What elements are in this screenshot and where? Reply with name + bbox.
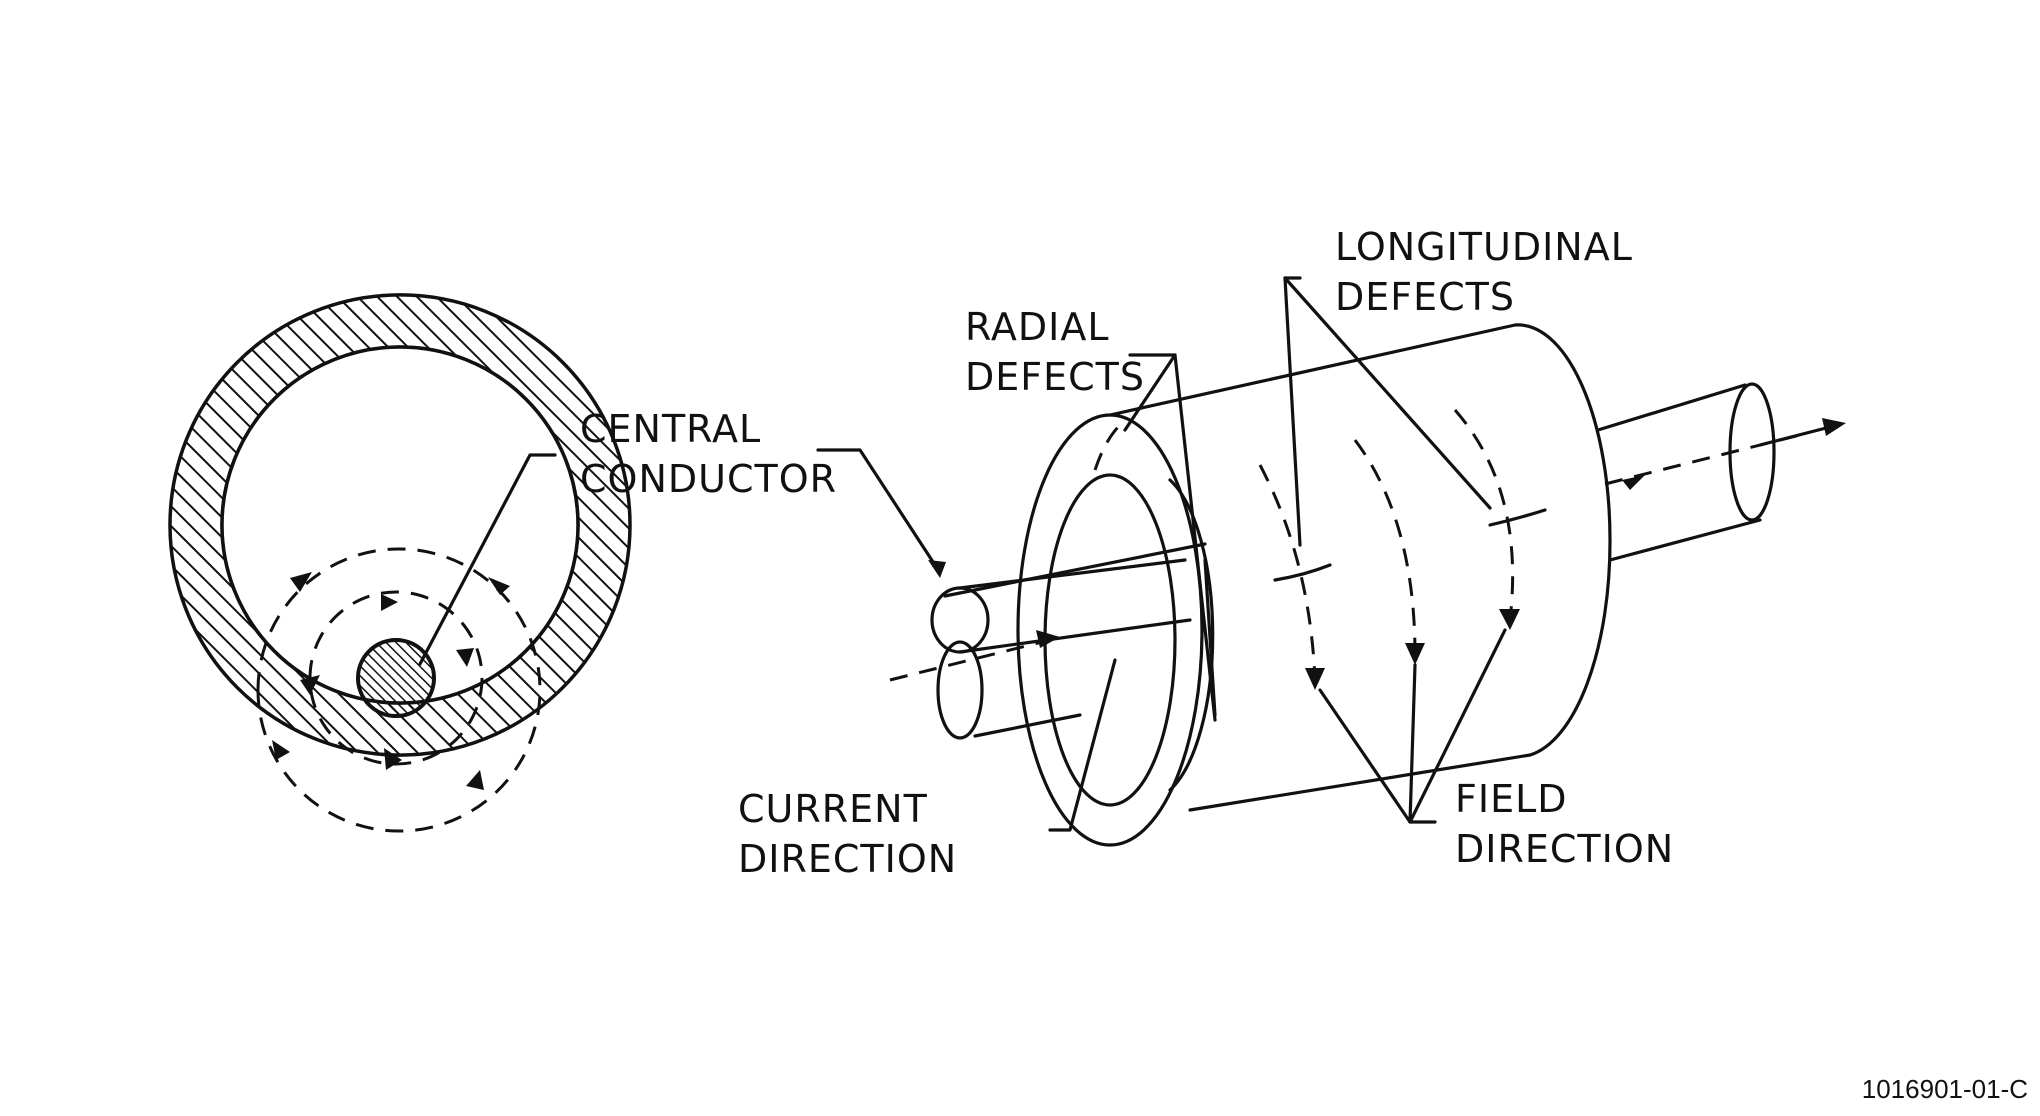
radial-label-line2: DEFECTS: [965, 355, 1145, 399]
longitudinal-label-line2: DEFECTS: [1335, 275, 1515, 319]
field-direction-arrows: [272, 572, 510, 790]
magnetic-field-lines: [256, 547, 542, 833]
central-label-line1: CENTRAL: [580, 407, 761, 451]
central-conductor-leader: [418, 453, 557, 666]
current-label-line2: DIRECTION: [738, 837, 957, 881]
current-label-line1: CURRENT: [738, 787, 928, 831]
longitudinal-label-line1: LONGITUDINAL: [1335, 225, 1633, 269]
perspective-view: [816, 276, 1846, 847]
figure-id: 1016901-01-C: [1862, 1074, 2028, 1104]
current-direction-arrow: [889, 418, 1846, 682]
field-lines-on-tube: [1258, 409, 1520, 690]
leader-lines: [816, 276, 1507, 832]
longitudinal-defect-marks: [1273, 508, 1547, 582]
radial-defect-marks: [1093, 423, 1217, 717]
central-rod-inner: [930, 558, 1192, 654]
labels: CENTRAL CONDUCTOR RADIAL DEFECTS LONGITU…: [580, 225, 2028, 1104]
field-label-line2: DIRECTION: [1455, 827, 1674, 871]
central-rod-right: [1596, 382, 1776, 562]
conductor-label-line2: CONDUCTOR: [580, 457, 837, 501]
tube-cylinder: [1016, 323, 1612, 847]
field-label-line1: FIELD: [1455, 777, 1568, 821]
radial-label-line1: RADIAL: [965, 305, 1110, 349]
cross-section-view: [168, 293, 632, 833]
